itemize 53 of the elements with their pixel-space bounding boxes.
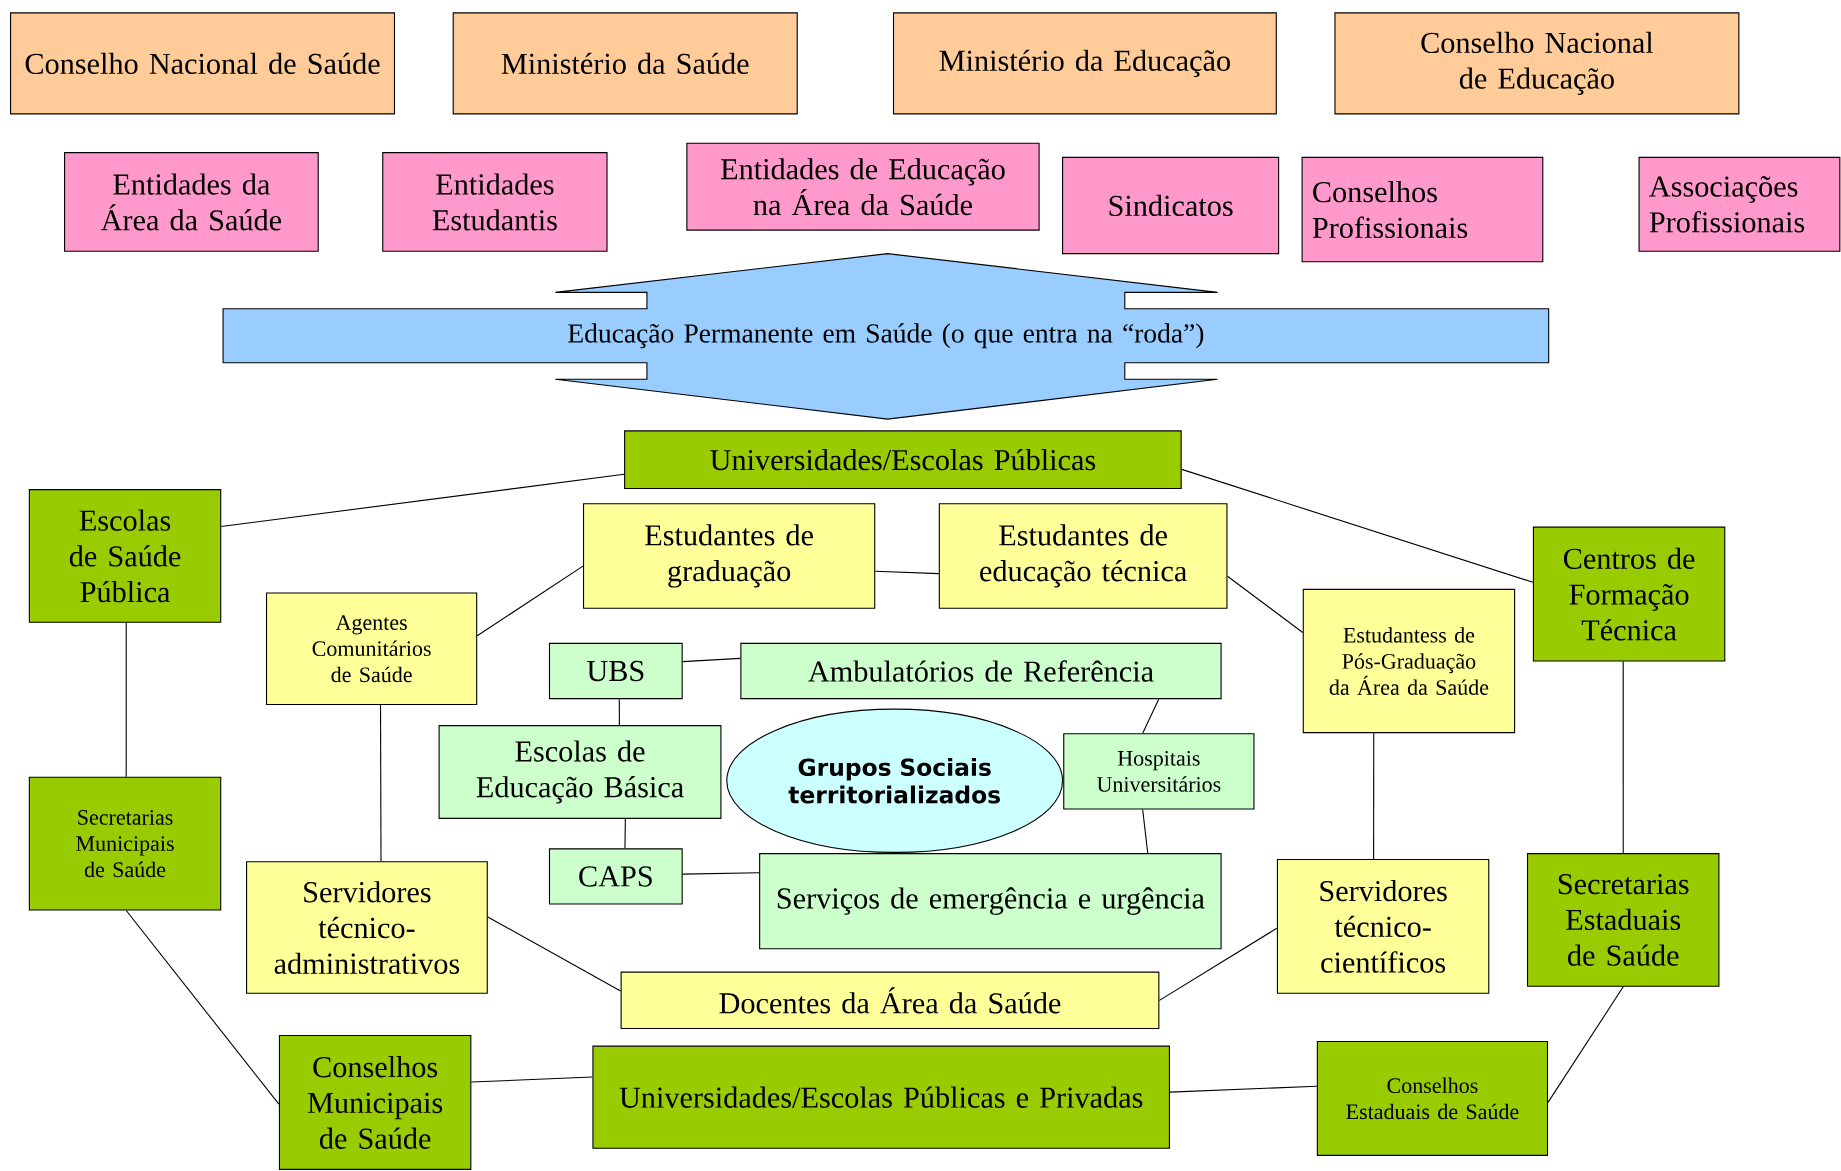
organization-box: Conselhos Municipais de Saúde (278, 1035, 472, 1171)
entity-box: Conselhos Profissionais (1301, 157, 1544, 263)
connector-line (1547, 986, 1624, 1104)
actor-box: Estudantess de Pós-Graduação da Área da Saúde (1302, 589, 1516, 734)
organization-box: Centros de Formação Técnica (1532, 526, 1726, 662)
service-box: Hospitais Universitários (1063, 733, 1255, 810)
connector-line (874, 570, 940, 575)
actor-box: Servidores técnico-científicos (1276, 859, 1490, 995)
double-arrow-band: Educação Permanente em Saúde (o que entra na “roda”) (222, 253, 1550, 420)
service-box: CAPS (548, 848, 683, 905)
actor-box: Servidores técnico-administrativos (246, 861, 488, 995)
organization-box: Escolas de Saúde Pública (28, 489, 222, 624)
entity-box: Entidades de Educação na Área da Saúde (686, 142, 1040, 231)
organization-box: Secretarias Estaduais de Saúde (1527, 853, 1720, 987)
connector-line (624, 818, 626, 850)
entity-box: Entidades da Área da Saúde (64, 152, 319, 252)
connector-line (220, 473, 625, 528)
institution-box: Conselho Nacional de Educação (1334, 12, 1740, 115)
connector-line (618, 698, 620, 726)
actor-box: Estudantes de graduação (583, 503, 876, 609)
connector-line (1373, 732, 1375, 860)
organization-box: Conselhos Estaduais de Saúde (1316, 1041, 1549, 1157)
connector-line (1622, 661, 1624, 854)
connector-line (682, 658, 741, 663)
organization-box: Universidades/Escolas Públicas (624, 430, 1182, 490)
organization-box: Secretarias Municipais de Saúde (28, 776, 222, 911)
entity-box: Sindicatos (1062, 157, 1280, 255)
service-box: Escolas de Educação Básica (438, 725, 722, 820)
connector-line (1158, 927, 1278, 1002)
service-box: UBS (548, 643, 683, 700)
actor-box: Estudantes de educação técnica (938, 503, 1228, 609)
connector-line (1142, 809, 1149, 854)
connector-line (1226, 575, 1304, 634)
actor-box: Agentes Comunitários de Saúde (265, 592, 478, 706)
connector-line (1142, 698, 1160, 734)
connector-line (470, 1076, 593, 1083)
connector-line (476, 565, 584, 637)
connector-line (125, 910, 280, 1105)
connector-line (682, 872, 760, 875)
service-box: Serviços de emergência e urgência (759, 853, 1222, 950)
actor-box: Docentes da Área da Saúde (620, 971, 1160, 1030)
connector-line (1169, 1085, 1318, 1093)
institution-box: Ministério da Educação (892, 12, 1277, 115)
connector-line (1181, 469, 1534, 584)
institution-box: Conselho Nacional de Saúde (10, 12, 396, 115)
entity-box: Associações Profissionais (1638, 157, 1841, 252)
service-box: Ambulatórios de Referência (740, 643, 1222, 700)
connector-line (379, 704, 382, 862)
organization-box: Universidades/Escolas Públicas e Privadas (592, 1045, 1170, 1150)
entity-box: Entidades Estudantis (382, 152, 608, 252)
connector-line (125, 622, 127, 778)
connector-line (487, 916, 622, 992)
institution-box: Ministério da Saúde (452, 12, 798, 115)
